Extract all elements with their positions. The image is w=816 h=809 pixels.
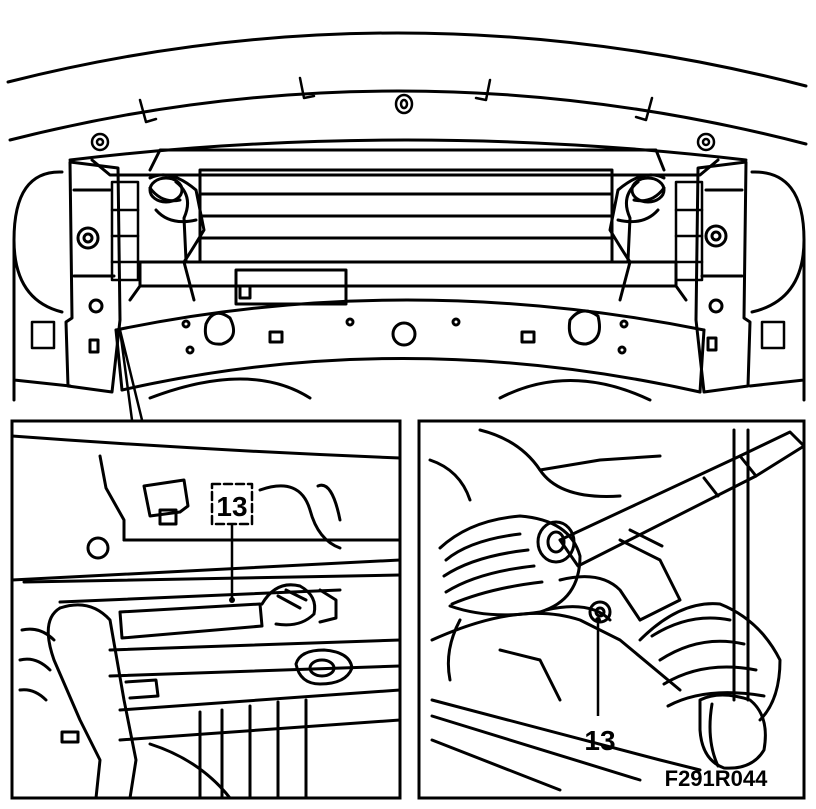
left-detail-panel: 13 (10, 419, 402, 800)
right-wheel-arch (750, 170, 806, 314)
figure-code: F291R044 (665, 766, 769, 791)
bumper-clips (90, 76, 716, 152)
bumper-inner-arc (8, 89, 808, 146)
lower-crossmember (114, 298, 706, 394)
right-bracket (694, 160, 752, 394)
radiator-core (128, 148, 688, 306)
callout-13-left: 13 (216, 491, 247, 522)
detail-pointer (118, 328, 144, 422)
overview-view (6, 31, 808, 422)
bumper-outer-arc (6, 31, 808, 88)
cv-boot-right (638, 602, 782, 722)
right-hose (608, 173, 666, 302)
right-detail-panel: 13 F291R044 (417, 419, 806, 800)
tool-shaft (732, 428, 750, 702)
left-wheel-arch (12, 170, 64, 314)
left-hose (148, 173, 206, 302)
left-bracket (64, 160, 122, 394)
callout-13-right: 13 (584, 725, 615, 756)
